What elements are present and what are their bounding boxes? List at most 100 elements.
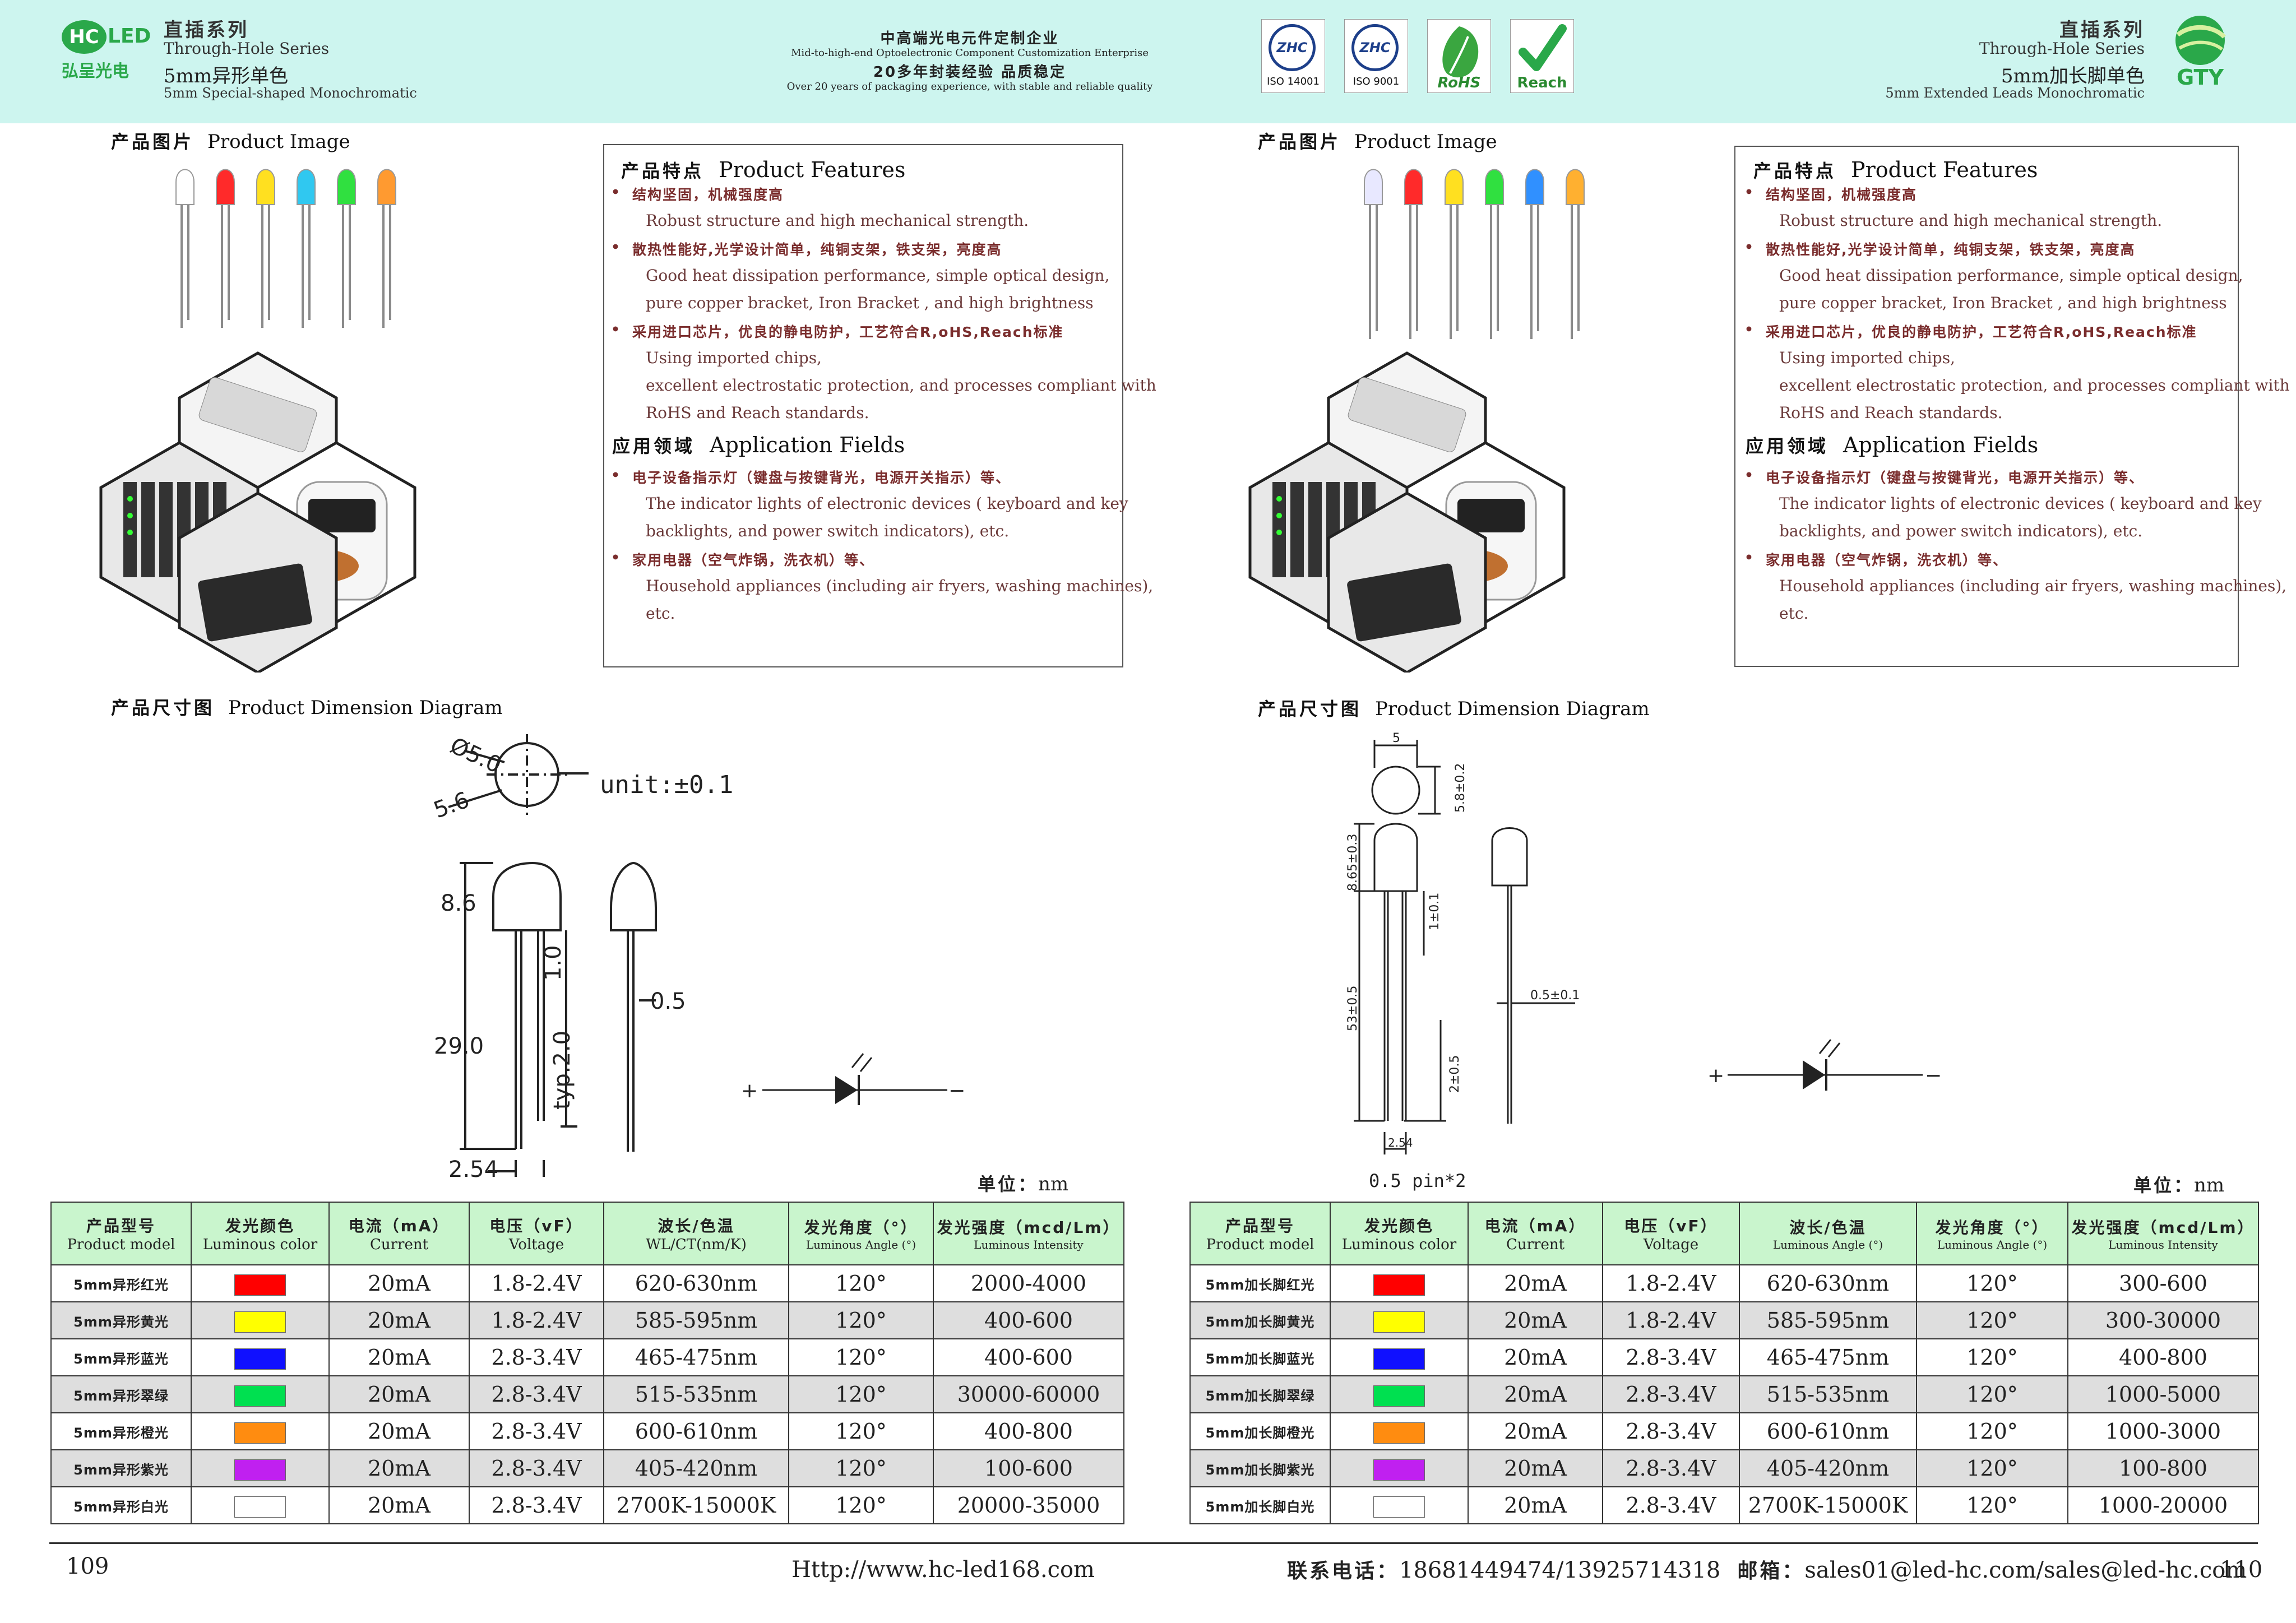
cell-voltage: 2.8-3.4V bbox=[1602, 1375, 1740, 1413]
color-cell bbox=[1330, 1338, 1469, 1376]
battery-image bbox=[1347, 563, 1461, 642]
cathode-minus: − bbox=[948, 1079, 965, 1102]
color-cell bbox=[191, 1486, 330, 1524]
cell-wl: 600-610nm bbox=[603, 1412, 789, 1450]
cell-voltage: 2.8-3.4V bbox=[469, 1486, 604, 1524]
color-swatch bbox=[234, 1496, 286, 1518]
feature-en: etc. bbox=[1779, 604, 1809, 623]
left-series-en: Through-Hole Series bbox=[164, 39, 330, 58]
cell-angle: 120° bbox=[788, 1338, 934, 1376]
cell-current: 20mA bbox=[1468, 1338, 1603, 1376]
reach-label: Reach bbox=[1517, 75, 1567, 91]
right-series-en: Through-Hole Series bbox=[1979, 39, 2145, 58]
feature-cn: 结构坚固，机械强度高 bbox=[1744, 184, 1917, 204]
cell-intensity: 300-600 bbox=[2067, 1264, 2259, 1302]
cell-intensity: 30000-60000 bbox=[933, 1375, 1124, 1413]
rohs-cert: RoHS bbox=[1427, 19, 1491, 93]
color-swatch bbox=[1373, 1422, 1425, 1444]
feature-en: etc. bbox=[646, 604, 675, 623]
right-series-cn: 直插系列 bbox=[2059, 19, 2145, 41]
feature-en: The indicator lights of electronic devic… bbox=[646, 494, 1128, 513]
column-header: 电流（mA）Current bbox=[328, 1202, 470, 1265]
iso14001-cert: ZHC ISO 14001 bbox=[1261, 19, 1325, 93]
diameter-label: Ø5.0 bbox=[446, 732, 506, 778]
anode-plus: + bbox=[1707, 1064, 1724, 1087]
cell-voltage: 2.8-3.4V bbox=[1602, 1486, 1740, 1524]
cell-model: 5mm异形翠绿 bbox=[50, 1375, 192, 1413]
cell-intensity: 2000-4000 bbox=[933, 1264, 1124, 1302]
feature-en: excellent electrostatic protection, and … bbox=[1779, 376, 2290, 395]
lead-width-label: 0.5 bbox=[650, 989, 686, 1014]
color-cell bbox=[1330, 1264, 1469, 1302]
flat-label: 5.6 bbox=[430, 787, 473, 823]
led-2 bbox=[1404, 169, 1423, 339]
gap-label: 1±0.1 bbox=[1428, 893, 1442, 930]
column-header: 电流（mA）Current bbox=[1468, 1202, 1603, 1265]
cell-current: 20mA bbox=[1468, 1375, 1603, 1413]
cell-model: 5mm加长脚橙光 bbox=[1189, 1412, 1331, 1450]
right-product-en: 5mm Extended Leads Monochromatic bbox=[1885, 85, 2145, 101]
iso9001-cert: ZHC ISO 9001 bbox=[1344, 19, 1408, 93]
cell-intensity: 400-800 bbox=[2067, 1338, 2259, 1376]
right-features-box bbox=[1734, 146, 2239, 667]
led-6 bbox=[1566, 169, 1585, 339]
slogan-cn-2: 20多年封装经验 品质稳定 bbox=[873, 64, 1067, 81]
cathode-minus: − bbox=[1925, 1064, 1942, 1087]
cell-current: 20mA bbox=[1468, 1301, 1603, 1339]
cell-wl: 2700K-15000K bbox=[1739, 1486, 1917, 1524]
color-swatch bbox=[234, 1459, 286, 1481]
led-3 bbox=[1445, 169, 1464, 339]
lead-length-label: 29.0 bbox=[434, 1033, 484, 1059]
feature-cn: 家用电器（空气炸锅，洗衣机）等、 bbox=[611, 549, 874, 569]
color-cell bbox=[191, 1412, 330, 1450]
led-2 bbox=[216, 169, 235, 328]
feature-cn: 电子设备指示灯（键盘与按键背光，电源开关指示）等、 bbox=[1744, 467, 2144, 487]
color-cell bbox=[191, 1375, 330, 1413]
cert-label: ISO 9001 bbox=[1353, 76, 1400, 87]
cell-wl: 585-595nm bbox=[603, 1301, 789, 1339]
cell-wl: 515-535nm bbox=[1739, 1375, 1917, 1413]
reach-check-icon bbox=[1519, 24, 1567, 71]
hc-logo: HC LED 弘呈光电 bbox=[62, 17, 157, 81]
cell-model: 5mm异形橙光 bbox=[50, 1412, 192, 1450]
feature-cn: 采用进口芯片，优良的静电防护，工艺符合R,oHS,Reach标准 bbox=[1744, 321, 2197, 341]
led-1 bbox=[175, 169, 195, 328]
color-swatch bbox=[1373, 1311, 1425, 1333]
cell-angle: 120° bbox=[1916, 1375, 2068, 1413]
cell-angle: 120° bbox=[1916, 1338, 2068, 1376]
email-link[interactable]: sales01@led-hc.com/sales@led-hc.com bbox=[1804, 1557, 2247, 1583]
color-cell bbox=[191, 1338, 330, 1376]
column-header: 发光角度（°）Luminous Angle (°) bbox=[788, 1202, 934, 1265]
lead-length-label: 53±0.5 bbox=[1346, 986, 1360, 1031]
pitch-label: 2.54 bbox=[448, 1157, 498, 1183]
typ-label: typ.2.0 bbox=[549, 1031, 575, 1110]
top-height-label: 5.8±0.2 bbox=[1453, 763, 1468, 813]
right-dimension-diagram: 5 5.8±0.2 8.65±0.3 1±0.1 53±0.5 0.5±0.1 … bbox=[1346, 731, 1942, 1191]
feature-en: Using imported chips, bbox=[646, 349, 822, 367]
cell-wl: 405-420nm bbox=[603, 1449, 789, 1487]
hc-logo-badge: HC bbox=[62, 20, 107, 54]
battery-image bbox=[198, 563, 312, 642]
feature-en: RoHS and Reach standards. bbox=[1779, 404, 2003, 422]
feature-en: Household appliances (including air frye… bbox=[1779, 577, 2287, 595]
cell-intensity: 1000-5000 bbox=[2067, 1375, 2259, 1413]
cell-model: 5mm异形黄光 bbox=[50, 1301, 192, 1339]
led-1 bbox=[1364, 169, 1383, 339]
reach-cert: Reach bbox=[1510, 19, 1574, 93]
cell-wl: 585-595nm bbox=[1739, 1301, 1917, 1339]
feature-en: RoHS and Reach standards. bbox=[646, 404, 869, 422]
cell-current: 20mA bbox=[1468, 1412, 1603, 1450]
feature-en: backlights, and power switch indicators)… bbox=[646, 522, 1010, 540]
color-swatch bbox=[234, 1385, 286, 1407]
website-link[interactable]: Http://www.hc-led168.com bbox=[791, 1557, 1095, 1583]
cell-wl: 465-475nm bbox=[603, 1338, 789, 1376]
cell-model: 5mm异形红光 bbox=[50, 1264, 192, 1302]
led-6 bbox=[377, 169, 396, 328]
